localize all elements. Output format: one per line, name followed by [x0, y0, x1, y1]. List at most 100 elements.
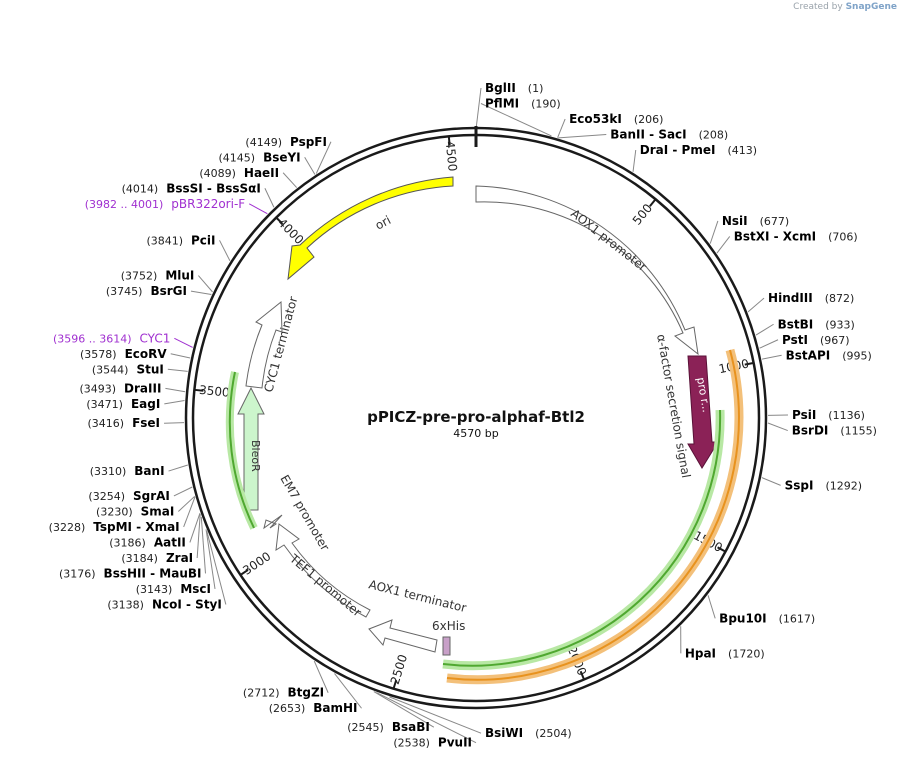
tick-mark [649, 199, 656, 207]
site-leader-line [183, 496, 196, 528]
site-leader-line [196, 513, 201, 559]
tick-mark [717, 546, 726, 552]
site-label[interactable]: HindIII(872) [768, 291, 854, 305]
site-label[interactable]: DraI - PmeI(413) [640, 143, 757, 157]
aox1-promoter-arrow[interactable] [475, 185, 699, 356]
site-label[interactable]: (3752)MluI [121, 269, 195, 283]
site-label[interactable]: (3982 .. 4001)pBR322ori-F [85, 197, 246, 211]
site-label[interactable]: (3745)BsrGI [106, 284, 187, 298]
tick-label: 3000 [240, 549, 273, 578]
site-label[interactable]: (2538)PvuII [393, 736, 472, 750]
site-position: (1136) [828, 409, 865, 422]
site-label[interactable]: (2712) BtgZI [243, 686, 324, 700]
site-leader-line [747, 297, 765, 313]
site-label[interactable]: (3186) AatII [109, 535, 186, 549]
site-label[interactable]: PstI(967) [782, 333, 850, 347]
site-leader-line [164, 400, 185, 405]
site-label[interactable]: SspI(1292) [785, 478, 862, 492]
alpha-factor-arrow[interactable] [687, 355, 719, 469]
site-label[interactable]: BsrDI(1155) [792, 424, 877, 438]
site-leader-line [168, 464, 188, 472]
snapgene-credit: Created by SnapGene [793, 2, 897, 12]
site-position: (2712) [243, 687, 280, 700]
site-leader-line [389, 696, 482, 734]
site-label[interactable]: NsiI(677) [722, 214, 789, 228]
site-label[interactable]: (3310)BanI [90, 464, 165, 478]
site-name: BglII [485, 81, 516, 95]
site-label[interactable]: (3416)FseI [88, 416, 161, 430]
bleor-arrow[interactable] [237, 386, 265, 511]
tick-label: 3500 [198, 383, 230, 400]
site-label[interactable]: Eco53kI(206) [569, 112, 663, 126]
site-name: TspMI - XmaI [93, 520, 179, 534]
site-label[interactable]: (3578)EcoRV [80, 347, 167, 361]
tick-mark [392, 679, 398, 689]
site-position: (3186) [109, 536, 146, 549]
his-tag-box[interactable] [442, 636, 451, 656]
site-name: PspFI [290, 135, 327, 149]
tick-mark [276, 217, 284, 225]
site-label[interactable]: (4149)PspFI [245, 135, 327, 149]
site-name: NsiI [722, 214, 748, 228]
site-label[interactable]: (3184)ZraI [121, 551, 193, 565]
site-label[interactable]: PsiI(1136) [792, 408, 865, 422]
site-position: (3228) [49, 521, 86, 534]
site-leader-line [206, 531, 227, 605]
site-label[interactable]: (4014)BssSI - BssSαI [122, 181, 261, 195]
site-label[interactable]: (3544)StuI [92, 362, 164, 376]
site-leader-line [173, 486, 193, 497]
cyc1-terminator-arrow[interactable] [245, 300, 283, 389]
site-label[interactable]: (3138)NcoI - StyI [107, 597, 221, 611]
site-label[interactable]: (3176) BssHII - MauBI [59, 566, 202, 580]
site-label[interactable]: (3228) TspMI - XmaI [49, 520, 180, 534]
site-label[interactable]: BglII (1) [485, 81, 543, 95]
site-name: BssHII - MauBI [104, 566, 202, 580]
site-label[interactable]: (2653)BamHI [269, 701, 358, 715]
site-name: BsaBI [392, 720, 430, 734]
site-leader-line [200, 516, 206, 574]
site-leader-line [313, 660, 329, 693]
em7-promoter-arrow[interactable] [263, 514, 283, 530]
site-leader-line [189, 513, 201, 543]
site-name: AatII [154, 535, 186, 549]
site-label[interactable]: (3471)EagI [86, 397, 160, 411]
site-position: (3138) [107, 598, 144, 611]
site-label[interactable]: BstXI - XcmI(706) [734, 229, 858, 243]
site-position: (1) [528, 82, 544, 95]
site-name: Eco53kI [569, 112, 622, 126]
site-leader-line [177, 495, 196, 512]
site-label[interactable]: BanII - SacI(208) [610, 128, 728, 142]
tick-label: 4000 [275, 216, 306, 248]
site-label[interactable]: PflMI(190) [485, 97, 561, 111]
site-label[interactable]: BstAPI(995) [786, 348, 872, 362]
site-label[interactable]: (3230)SmaI [96, 504, 174, 518]
site-leader-line [282, 172, 298, 188]
tef1-promoter-arrow[interactable] [275, 523, 371, 618]
site-leader-line [759, 339, 779, 349]
site-name: DraI - PmeI [640, 143, 716, 157]
site-position: (3176) [59, 567, 96, 580]
site-label[interactable]: (3143)MscI [136, 582, 211, 596]
site-name: BstBI [778, 317, 814, 331]
site-name: DraIII [124, 381, 161, 395]
site-label[interactable]: (3254)SgrAI [88, 489, 169, 503]
site-name: BtgZI [288, 686, 325, 700]
site-leader-line [557, 118, 566, 138]
site-label[interactable]: (2545)BsaBI [347, 720, 430, 734]
site-leader-line [558, 134, 607, 139]
site-label[interactable]: (4089)HaeII [199, 166, 279, 180]
site-label[interactable]: (4145)BseYI [218, 150, 300, 164]
ori-feature-arrow[interactable] [287, 176, 454, 281]
site-position: (872) [825, 292, 855, 305]
site-position: (3596 .. 3614) [53, 332, 132, 345]
site-label[interactable]: BstBI(933) [778, 317, 855, 331]
site-label[interactable]: (3493)DraIII [79, 381, 161, 395]
site-label[interactable]: BsiWI(2504) [485, 726, 572, 740]
aox1-terminator-arrow[interactable] [368, 619, 438, 653]
site-position: (995) [842, 349, 872, 362]
site-label[interactable]: (3596 .. 3614)CYC1 [53, 331, 170, 345]
tick-mark [579, 670, 585, 680]
site-label[interactable]: Bpu10I(1617) [719, 611, 815, 625]
site-label[interactable]: HpaI(1720) [685, 646, 765, 660]
site-label[interactable]: (3841)PciI [146, 233, 215, 247]
